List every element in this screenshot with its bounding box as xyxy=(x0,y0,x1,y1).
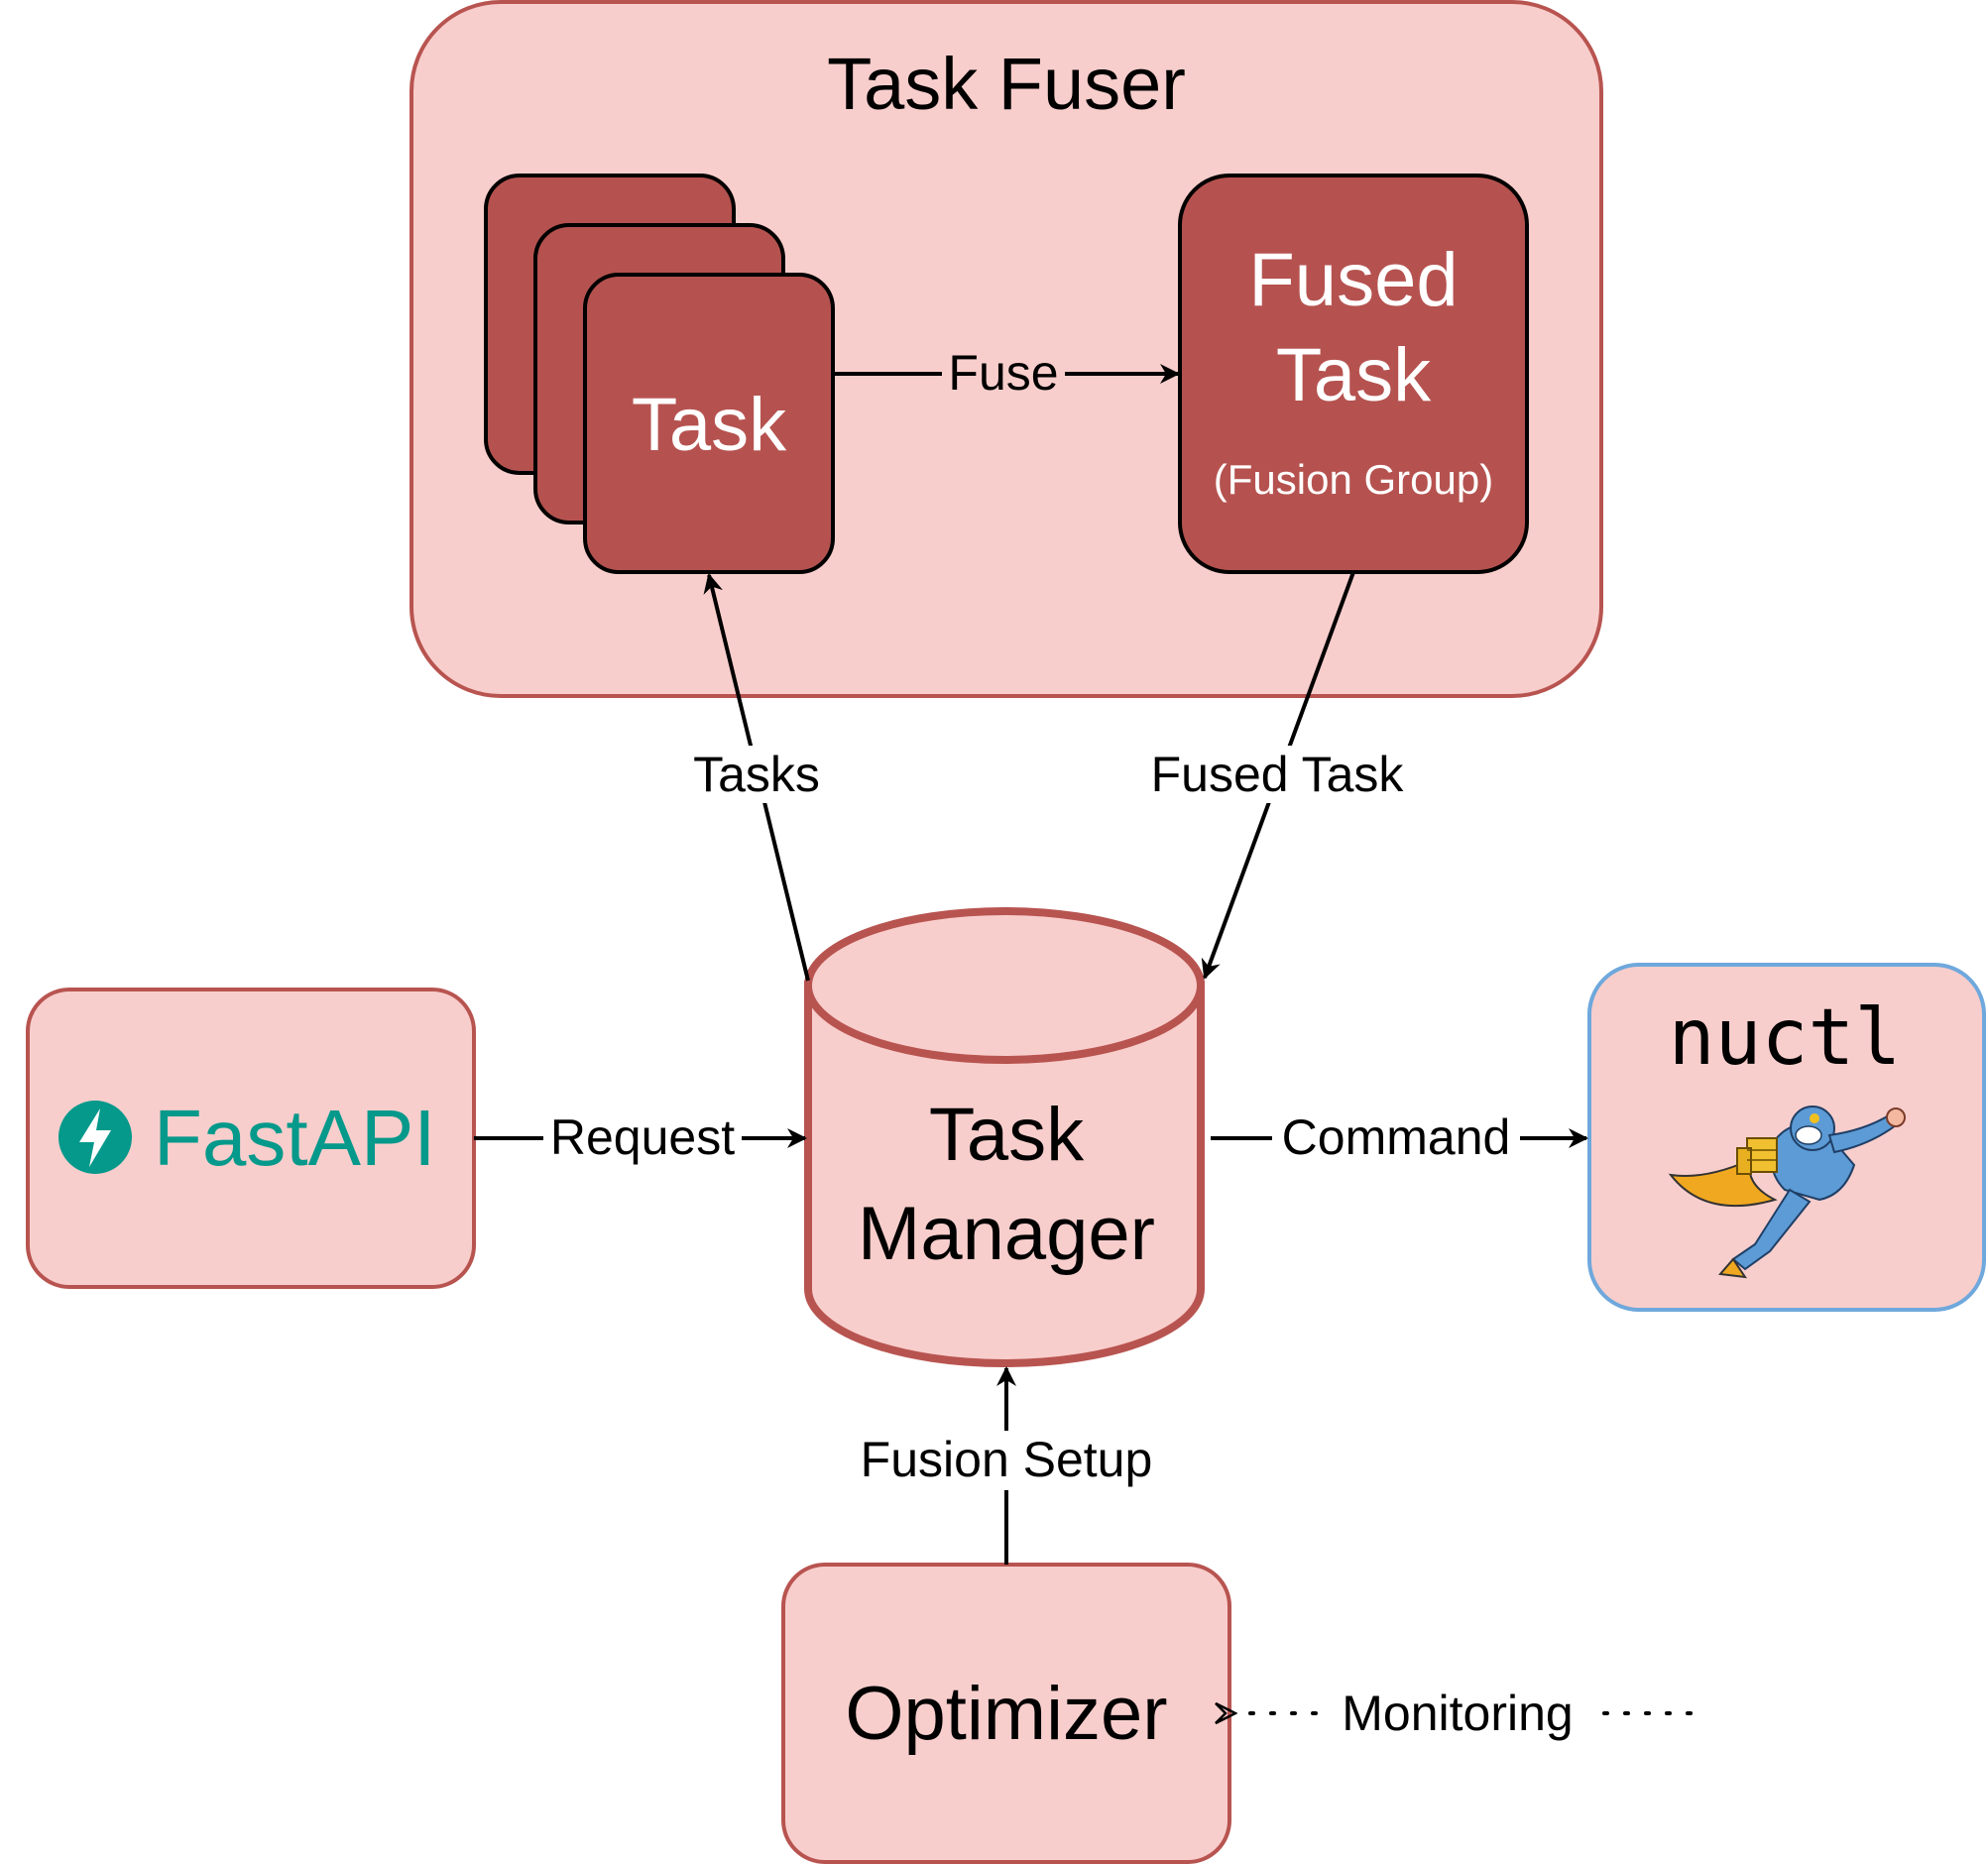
optimizer-label: Optimizer xyxy=(845,1672,1167,1756)
fastapi-box: FastAPI xyxy=(26,988,476,1289)
task-manager-label-line1: Task xyxy=(929,1093,1085,1177)
edge-command-label: Command xyxy=(1282,1109,1511,1165)
nuctl-box: nuctl xyxy=(1587,963,1986,1312)
fastapi-logo-text: FastAPI xyxy=(154,1094,436,1182)
fused-task-title-line2: Task xyxy=(1276,333,1432,417)
task-manager-database: Task Manager xyxy=(804,907,1205,1367)
edge-tasks: Tasks xyxy=(684,573,829,982)
nuctl-label: nuctl xyxy=(1669,993,1902,1083)
edge-command: Command xyxy=(1211,1109,1588,1169)
edge-fuse: Fuse xyxy=(833,345,1180,401)
edge-fused-task-label: Fused Task xyxy=(1151,747,1405,802)
edge-fused-task: Fused Task xyxy=(1136,571,1418,980)
edge-fuse-label: Fuse xyxy=(948,345,1058,401)
task-card-label: Task xyxy=(632,383,787,467)
task-card-front xyxy=(583,273,835,574)
edge-monitoring: Monitoring xyxy=(1235,1686,1693,1743)
edge-fusion-setup: Fusion Setup xyxy=(845,1366,1168,1565)
edge-tasks-label: Tasks xyxy=(693,747,820,802)
edge-fusion-setup-label: Fusion Setup xyxy=(861,1432,1153,1487)
fused-task-title-line1: Fused xyxy=(1248,238,1458,322)
optimizer-box: Optimizer xyxy=(781,1563,1231,1864)
task-manager-label-line2: Manager xyxy=(858,1192,1155,1276)
task-fuser-title: Task Fuser xyxy=(827,43,1186,125)
superhero-mascot-icon xyxy=(1668,1106,1906,1279)
lightning-bolt-icon xyxy=(58,1101,132,1174)
task-stack: Task xyxy=(484,174,835,574)
edge-monitoring-label: Monitoring xyxy=(1342,1686,1573,1741)
edge-request-label: Request xyxy=(550,1109,735,1165)
fused-task-box: Fused Task (Fusion Group) xyxy=(1178,174,1529,574)
edge-request: Request xyxy=(474,1109,807,1169)
fused-task-subtitle: (Fusion Group) xyxy=(1214,456,1493,503)
